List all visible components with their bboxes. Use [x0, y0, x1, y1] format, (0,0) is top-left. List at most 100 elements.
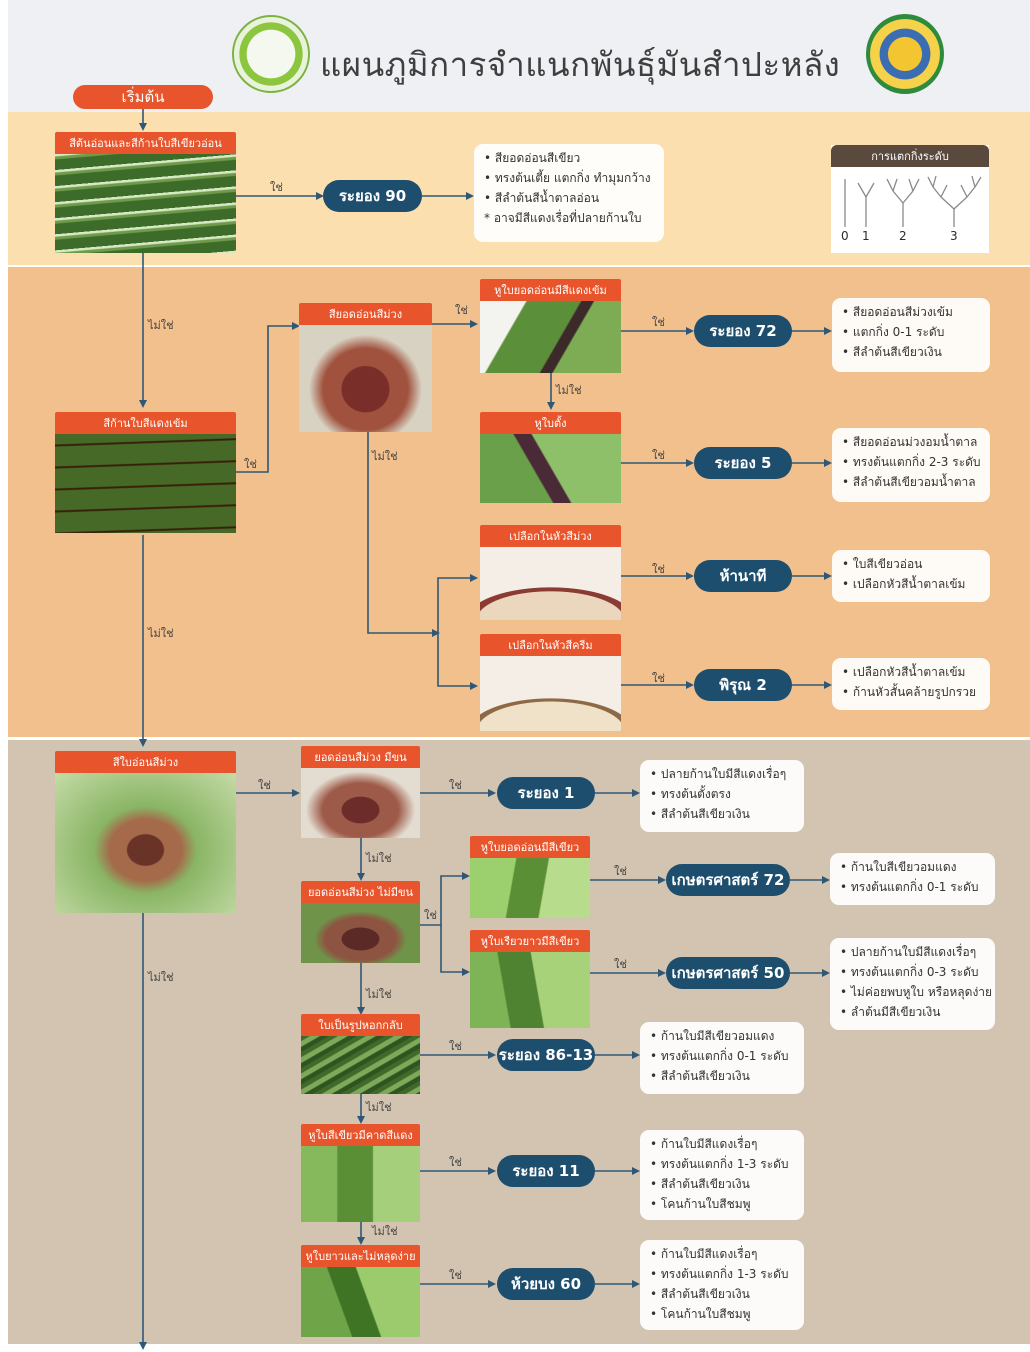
criterion-card-c2: สีก้านใบสีแดงเข้ม: [55, 412, 236, 533]
variety-description-rayong-5: • สียอดอ่อนม่วงอมน้ำตาล • ทรงต้นแตกกิ่ง …: [832, 428, 990, 502]
plant-photo: [301, 903, 420, 963]
yes-label: ใช่: [449, 1040, 462, 1053]
plant-photo: [299, 325, 432, 432]
legend-level-3: 3: [950, 229, 958, 243]
criterion-card-c12: หูใบเรียวยาวมีสีเขียว: [470, 930, 590, 1028]
criterion-card-c5: หูใบตั้ง: [480, 412, 621, 503]
criterion-label: หูใบตั้ง: [480, 412, 621, 434]
branching-levels-icon: [844, 175, 982, 227]
legend-level-0: 0: [841, 229, 849, 243]
left-emblem-logo: [232, 15, 310, 93]
legend-level-2: 2: [899, 229, 907, 243]
criterion-card-c4: หูใบยอดอ่อนมีสีแดงเข้ม: [480, 279, 621, 373]
criterion-label: หูใบสีเขียวมีคาดสีแดง: [301, 1124, 420, 1146]
yes-label: ใช่: [270, 181, 283, 194]
legend-level-1: 1: [862, 229, 870, 243]
plant-photo: [470, 858, 590, 918]
criterion-label: สีใบอ่อนสีม่วง: [55, 751, 236, 773]
plant-photo: [480, 301, 621, 373]
plant-photo: [55, 154, 236, 253]
yes-label: ใช่: [614, 865, 627, 878]
yes-label: ใช่: [455, 304, 468, 317]
variety-description-rayong-86-13: • ก้านใบมีสีเขียวอมแดง • ทรงต้นแตกกิ่ง 0…: [640, 1022, 804, 1094]
plant-photo: [301, 1036, 420, 1094]
criterion-card-c15: หูใบยาวและไม่หลุดง่าย: [301, 1245, 420, 1337]
variety-description-rayong-11: • ก้านใบมีสีแดงเรื่อๆ • ทรงต้นแตกกิ่ง 1-…: [640, 1130, 804, 1220]
variety-huaybong-60: ห้วยบง 60: [497, 1268, 595, 1300]
variety-kasetsart-50: เกษตรศาสตร์ 50: [666, 957, 790, 989]
page-title: แผนภูมิการจำแนกพันธุ์มันสำปะหลัง: [320, 45, 841, 84]
start-label: เริ่มต้น: [73, 85, 213, 109]
criterion-label: ยอดอ่อนสีม่วง ไม่มีขน: [301, 881, 420, 903]
criterion-card-c11: หูใบยอดอ่อนมีสีเขียว: [470, 836, 590, 918]
criterion-card-c13: ใบเป็นรูปหอกกลับ: [301, 1014, 420, 1094]
plant-photo: [480, 547, 621, 620]
criterion-label: เปลือกในหัวสีครีม: [480, 634, 621, 656]
plant-photo: [55, 434, 236, 533]
variety-rayong-5: ระยอง 5: [694, 447, 792, 479]
yes-label: ใช่: [258, 779, 271, 792]
criterion-card-c14: หูใบสีเขียวมีคาดสีแดง: [301, 1124, 420, 1222]
yes-label: ใช่: [424, 909, 437, 922]
no-label: ไม่ใช่: [366, 988, 392, 1001]
variety-rayong-11: ระยอง 11: [497, 1155, 595, 1187]
right-emblem-logo: [866, 14, 944, 94]
branching-legend: การแตกกิ่งระดับ 0 1 2 3: [831, 145, 989, 253]
variety-rayong-72: ระยอง 72: [694, 315, 792, 347]
variety-pirun-2: พิรุณ 2: [694, 669, 792, 701]
yes-label: ใช่: [652, 316, 665, 329]
criterion-label: หูใบยอดอ่อนมีสีเขียว: [470, 836, 590, 858]
criterion-card-c6: เปลือกในหัวสีม่วง: [480, 525, 621, 620]
criterion-card-c8: สีใบอ่อนสีม่วง: [55, 751, 236, 913]
plant-photo: [480, 434, 621, 503]
no-label: ไม่ใช่: [366, 852, 392, 865]
yes-label: ใช่: [652, 672, 665, 685]
yes-label: ใช่: [614, 958, 627, 971]
variety-description-rayong-90: • สียอดอ่อนสีเขียว • ทรงต้นเตี้ย แตกกิ่ง…: [474, 144, 664, 242]
criterion-label: หูใบยาวและไม่หลุดง่าย: [301, 1245, 420, 1267]
plant-photo: [301, 1267, 420, 1337]
plant-photo: [301, 768, 420, 838]
variety-rayong-90: ระยอง 90: [323, 180, 422, 212]
no-label: ไม่ใช่: [556, 384, 582, 397]
variety-description-pirun-2: • เปลือกหัวสีน้ำตาลเข้ม • ก้านหัวสั้นคล้…: [832, 658, 990, 710]
criterion-label: สีก้านใบสีแดงเข้ม: [55, 412, 236, 434]
no-label: ไม่ใช่: [372, 450, 398, 463]
plant-photo: [470, 952, 590, 1028]
variety-hanathee: ห้านาที: [694, 560, 792, 592]
yes-label: ใช่: [652, 449, 665, 462]
no-label: ไม่ใช่: [366, 1101, 392, 1114]
variety-description-kasetsart-72: • ก้านใบสีเขียวอมแดง • ทรงต้นแตกกิ่ง 0-1…: [830, 853, 995, 905]
legend-title: การแตกกิ่งระดับ: [831, 145, 989, 167]
variety-description-rayong-1: • ปลายก้านใบมีสีแดงเรื่อๆ • ทรงต้นตั้งตร…: [640, 760, 804, 832]
no-label: ไม่ใช่: [148, 319, 174, 332]
variety-description-hanathee: • ใบสีเขียวอ่อน • เปลือกหัวสีน้ำตาลเข้ม: [832, 550, 990, 602]
plant-photo: [480, 656, 621, 731]
variety-rayong-86-13: ระยอง 86-13: [497, 1039, 595, 1071]
criterion-card-c10: ยอดอ่อนสีม่วง ไม่มีขน: [301, 881, 420, 963]
criterion-label: หูใบเรียวยาวมีสีเขียว: [470, 930, 590, 952]
variety-description-huaybong-60: • ก้านใบมีสีแดงเรื่อๆ • ทรงต้นแตกกิ่ง 1-…: [640, 1240, 804, 1330]
yes-label: ใช่: [449, 1269, 462, 1282]
plant-photo: [301, 1146, 420, 1222]
criterion-label: หูใบยอดอ่อนมีสีแดงเข้ม: [480, 279, 621, 301]
variety-description-kasetsart-50: • ปลายก้านใบมีสีแดงเรื่อๆ • ทรงต้นแตกกิ่…: [830, 938, 995, 1030]
criterion-label: ยอดอ่อนสีม่วง มีขน: [301, 746, 420, 768]
criterion-label: สีต้นอ่อนและสีก้านใบสีเขียวอ่อน: [55, 132, 236, 154]
criterion-label: ใบเป็นรูปหอกกลับ: [301, 1014, 420, 1036]
no-label: ไม่ใช่: [148, 971, 174, 984]
plant-photo: [55, 773, 236, 913]
no-label: ไม่ใช่: [148, 627, 174, 640]
criterion-label: เปลือกในหัวสีม่วง: [480, 525, 621, 547]
yes-label: ใช่: [449, 1156, 462, 1169]
variety-description-rayong-72: • สียอดอ่อนสีม่วงเข้ม • แตกกิ่ง 0-1 ระดั…: [832, 298, 990, 372]
variety-kasetsart-72: เกษตรศาสตร์ 72: [666, 864, 790, 896]
criterion-card-c7: เปลือกในหัวสีครีม: [480, 634, 621, 731]
yes-label: ใช่: [652, 563, 665, 576]
criterion-label: สียอดอ่อนสีม่วง: [299, 303, 432, 325]
variety-rayong-1: ระยอง 1: [497, 777, 595, 809]
criterion-card-c9: ยอดอ่อนสีม่วง มีขน: [301, 746, 420, 838]
yes-label: ใช่: [244, 458, 257, 471]
criterion-card-c3: สียอดอ่อนสีม่วง: [299, 303, 432, 432]
criterion-card-c1: สีต้นอ่อนและสีก้านใบสีเขียวอ่อน: [55, 132, 236, 253]
